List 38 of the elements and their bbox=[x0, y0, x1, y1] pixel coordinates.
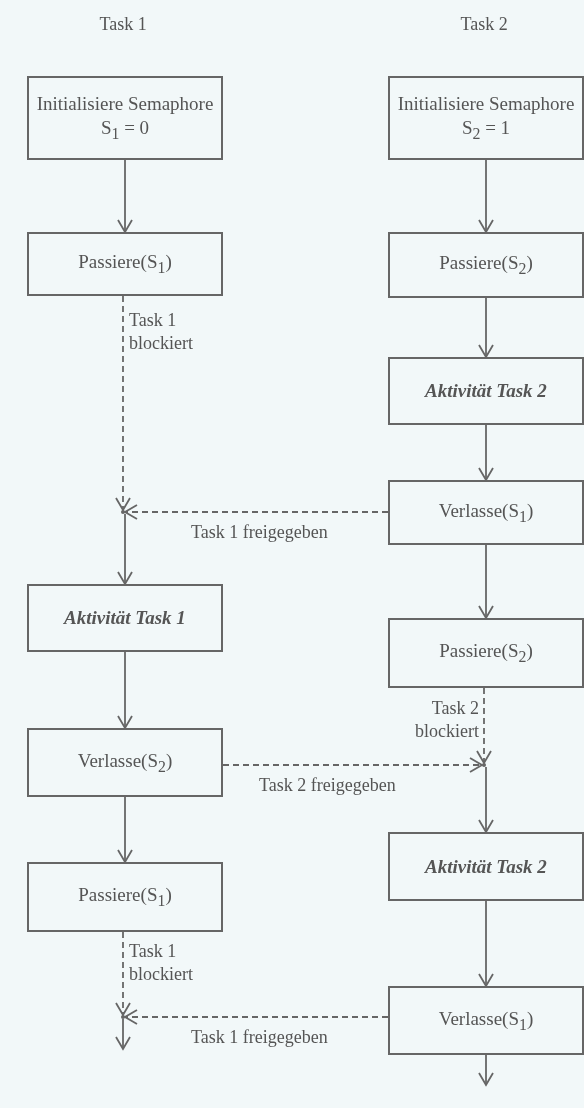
arrow bbox=[117, 159, 133, 233]
arrow bbox=[117, 513, 133, 585]
arrow bbox=[478, 297, 494, 358]
dashed-arrow bbox=[124, 1009, 389, 1025]
process-box: Aktivität Task 1 bbox=[27, 584, 223, 652]
dashed-arrow bbox=[476, 687, 492, 764]
arrow bbox=[478, 424, 494, 481]
arrow bbox=[478, 159, 494, 233]
edge-label: Task 1 freigegeben bbox=[190, 1026, 329, 1049]
dashed-arrow bbox=[115, 931, 131, 1016]
column-heading: Task 1 bbox=[99, 14, 147, 35]
process-box: Passiere(S$_{1}$) bbox=[27, 232, 223, 296]
process-box: Verlasse(S$_{1}$) bbox=[388, 986, 584, 1055]
arrow bbox=[478, 544, 494, 619]
process-box: Verlasse(S$_{2}$) bbox=[27, 728, 223, 797]
arrow bbox=[117, 651, 133, 729]
arrow bbox=[117, 796, 133, 863]
junction-dot bbox=[121, 510, 125, 514]
junction-dot bbox=[121, 1015, 125, 1019]
process-box: Passiere(S$_{2}$) bbox=[388, 232, 584, 298]
arrow bbox=[478, 900, 494, 987]
process-box: Aktivität Task 2 bbox=[388, 357, 584, 425]
dashed-arrow bbox=[222, 757, 483, 773]
process-box: Initialisiere Semaphore S$_{2}$ = 1 bbox=[388, 76, 584, 160]
edge-label: Task 1 freigegeben bbox=[190, 521, 329, 544]
arrow bbox=[478, 1054, 494, 1086]
process-box: Aktivität Task 2 bbox=[388, 832, 584, 901]
edge-label: Task 2 freigegeben bbox=[258, 774, 397, 797]
dashed-arrow bbox=[124, 504, 389, 520]
arrow bbox=[115, 1018, 131, 1050]
process-box: Passiere(S$_{2}$) bbox=[388, 618, 584, 688]
process-box: Initialisiere Semaphore S$_{1}$ = 0 bbox=[27, 76, 223, 160]
column-heading: Task 2 bbox=[460, 14, 508, 35]
process-box: Passiere(S$_{1}$) bbox=[27, 862, 223, 932]
process-box: Verlasse(S$_{1}$) bbox=[388, 480, 584, 545]
junction-dot bbox=[482, 763, 486, 767]
dashed-arrow bbox=[115, 295, 131, 511]
arrow bbox=[478, 766, 494, 833]
